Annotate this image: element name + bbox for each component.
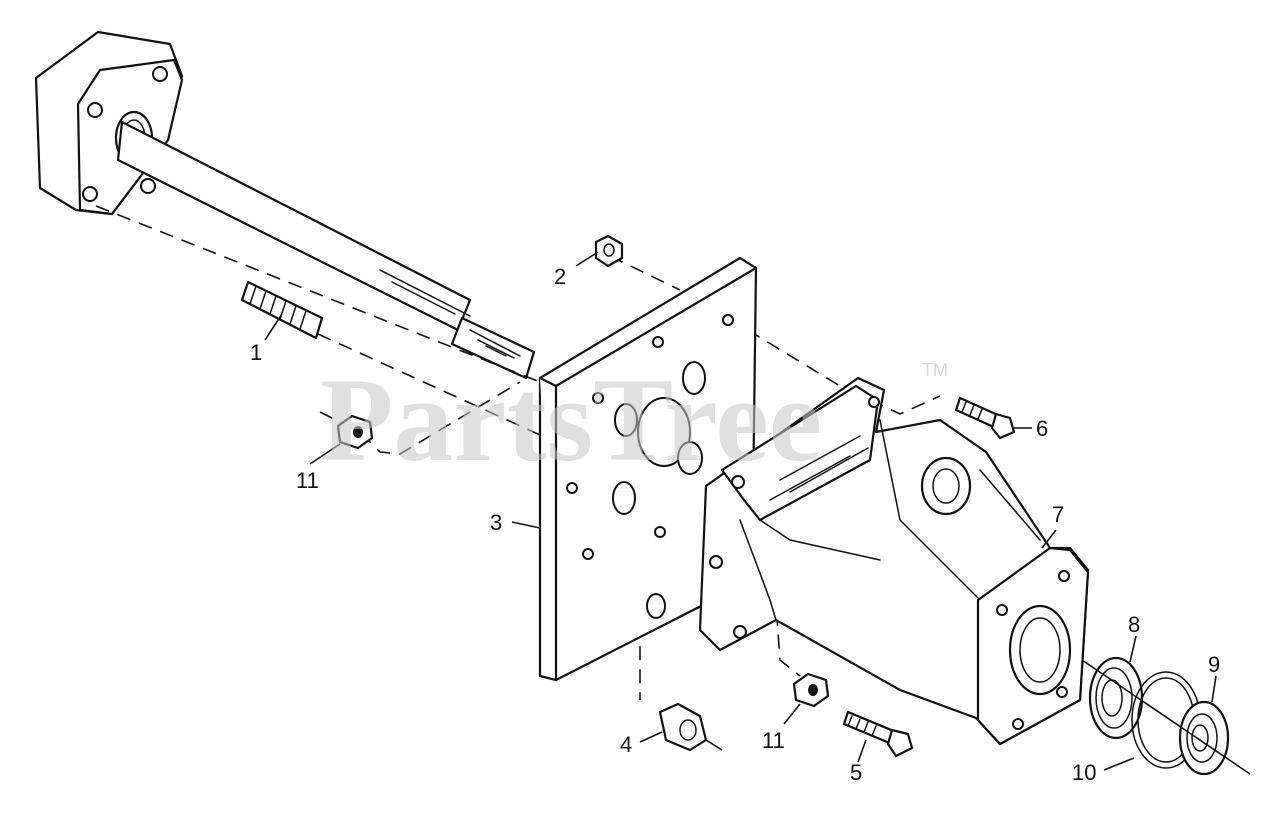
watermark: PartsTree TM xyxy=(320,353,948,486)
watermark-text: PartsTree xyxy=(320,353,822,486)
seal-part-9 xyxy=(1081,659,1251,776)
callout-9: 9 xyxy=(1208,652,1220,677)
callout-7: 7 xyxy=(1052,502,1064,527)
bolt-part-6 xyxy=(954,396,1016,440)
callout-4: 4 xyxy=(620,732,632,757)
lock-nut-part-11-left xyxy=(336,414,374,450)
callout-5: 5 xyxy=(850,760,862,785)
lock-nut-part-11-lower xyxy=(792,672,830,708)
stud-part-1 xyxy=(240,280,324,340)
bolt-part-5 xyxy=(842,710,914,758)
housing-part-7 xyxy=(698,376,1090,746)
callouts: 1 2 3 4 5 6 7 8 9 10 11 11 xyxy=(250,264,1220,785)
callout-1: 1 xyxy=(250,340,262,365)
watermark-trademark: TM xyxy=(922,360,948,380)
callout-11-left: 11 xyxy=(296,468,319,493)
callout-3: 3 xyxy=(490,510,502,535)
nut-part-2 xyxy=(594,234,624,268)
leader-lines xyxy=(264,251,1217,771)
callout-2: 2 xyxy=(554,264,566,289)
callout-11-lower: 11 xyxy=(762,728,785,753)
cap-nut-part-4 xyxy=(658,702,723,752)
flange-block xyxy=(34,30,184,216)
callout-10: 10 xyxy=(1072,760,1096,785)
callout-6: 6 xyxy=(1036,416,1048,441)
shaft xyxy=(116,120,536,380)
callout-8: 8 xyxy=(1128,612,1140,637)
